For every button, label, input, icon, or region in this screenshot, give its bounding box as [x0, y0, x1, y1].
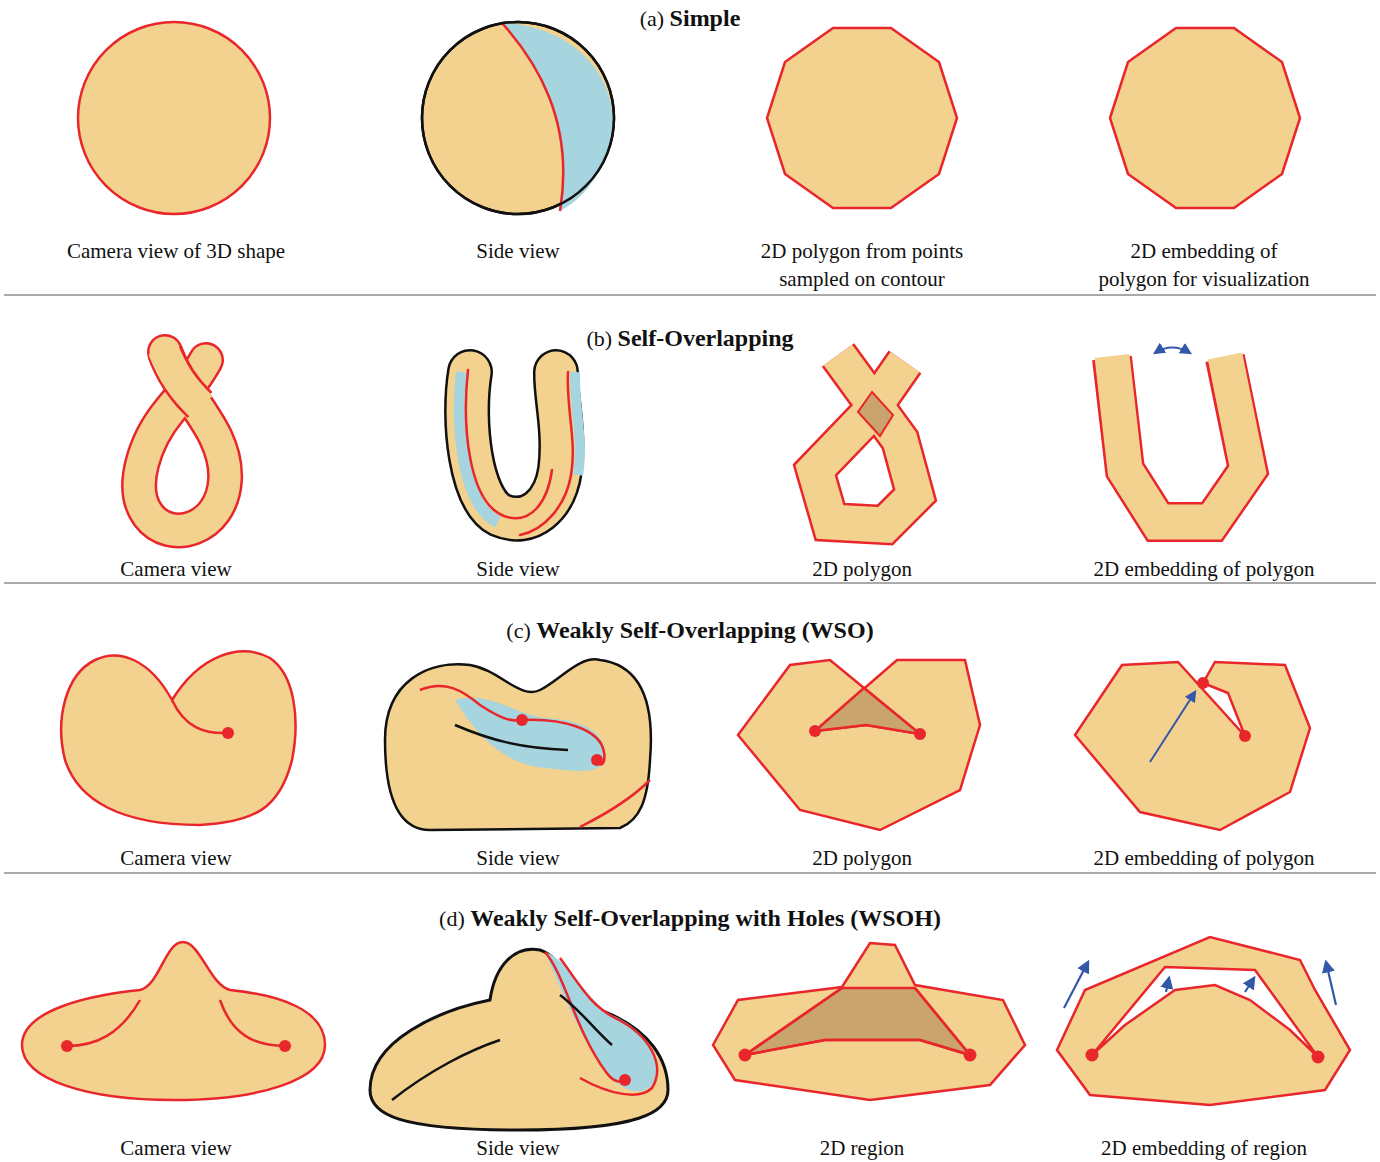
panel-caption: 2D embedding of polygon for visualizatio…	[1034, 237, 1374, 293]
panel-caption: Side view	[348, 1134, 688, 1162]
panel-caption: Camera view of 3D shape	[6, 237, 346, 265]
panel-caption: 2D embedding of polygon	[1034, 555, 1374, 583]
panel-caption: 2D embedding of region	[1034, 1134, 1374, 1162]
side-view-ushape	[460, 370, 580, 535]
section-letter: (c)	[506, 618, 530, 643]
panel-caption: 2D region	[692, 1134, 1032, 1162]
panel-caption: 2D embedding of polygon	[1034, 844, 1374, 872]
section-heading: (d) Weakly Self-Overlapping with Holes (…	[0, 904, 1380, 933]
panel-caption: 2D polygon from points sampled on contou…	[692, 237, 1032, 293]
camera-view-ribbon	[139, 349, 225, 530]
polygon-embedding-wso	[1075, 662, 1310, 830]
section-title: Weakly Self-Overlapping (WSO)	[536, 617, 873, 643]
polygon-embedding	[1110, 28, 1300, 208]
section-letter: (d)	[439, 906, 465, 931]
section-heading: (b) Self-Overlapping	[0, 324, 1380, 353]
panel-caption: Side view	[348, 555, 688, 583]
region-embedding-wsoh	[1057, 937, 1350, 1105]
panel-caption: 2D polygon	[692, 555, 1032, 583]
section-heading: (c) Weakly Self-Overlapping (WSO)	[0, 616, 1380, 645]
polygon	[767, 28, 957, 208]
section-title: Weakly Self-Overlapping with Holes (WSOH…	[470, 905, 941, 931]
side-view-sphere	[422, 22, 614, 214]
panel-caption: 2D polygon	[692, 844, 1032, 872]
section-letter: (a)	[640, 6, 664, 31]
section-letter: (b)	[586, 326, 612, 351]
section-title: Simple	[670, 5, 741, 31]
polygon-embedding-u	[1112, 348, 1248, 523]
polygon-wso	[738, 660, 980, 830]
panel-caption: Side view	[348, 844, 688, 872]
side-view-hat	[370, 949, 668, 1130]
panel-caption: Side view	[348, 237, 688, 265]
region-wsoh	[713, 943, 1025, 1100]
panel-caption: Camera view	[6, 555, 346, 583]
panel-caption: Camera view	[6, 1134, 346, 1162]
camera-view-hat	[22, 942, 325, 1100]
camera-view-blob	[61, 651, 295, 825]
panel-caption: Camera view	[6, 844, 346, 872]
polygon-ribbon	[815, 355, 915, 525]
section-title: Self-Overlapping	[618, 325, 794, 351]
camera-view-disc	[78, 22, 270, 214]
section-heading: (a) Simple	[0, 4, 1380, 33]
side-view-blob	[385, 659, 651, 830]
